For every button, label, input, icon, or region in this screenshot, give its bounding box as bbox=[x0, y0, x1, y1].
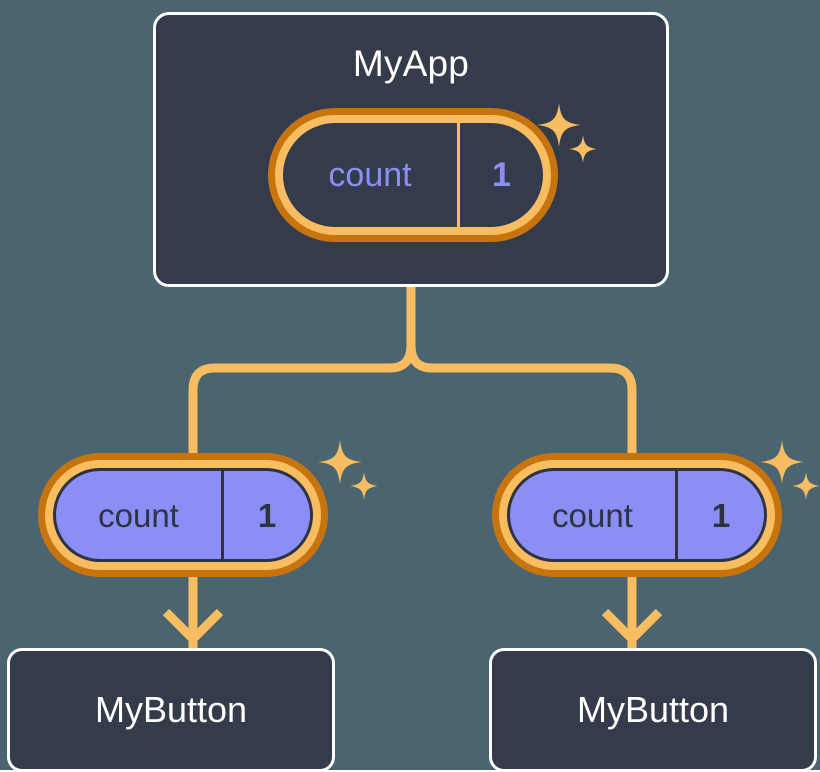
state-value-label: 1 bbox=[457, 123, 543, 227]
pill-body: count 1 bbox=[283, 123, 543, 227]
pill-body: count 1 bbox=[53, 468, 313, 562]
state-value-label: 1 bbox=[675, 471, 764, 559]
page-title: MyApp bbox=[352, 43, 470, 84]
pill-ring-outer: count 1 bbox=[38, 453, 328, 577]
state-key-label: count bbox=[98, 496, 179, 534]
pill-ring-inner: count 1 bbox=[275, 115, 551, 235]
component-title: MyButton bbox=[576, 689, 730, 730]
pill-ring-inner: count 1 bbox=[45, 460, 321, 570]
component-card-mybutton-left[interactable]: MyButton bbox=[7, 648, 335, 772]
connector-branch-left bbox=[188, 344, 416, 470]
state-pill-myapp[interactable]: count 1 bbox=[268, 108, 558, 242]
pill-ring-outer: count 1 bbox=[268, 108, 558, 242]
state-key-label: count bbox=[328, 156, 412, 194]
connector-branch-right bbox=[406, 344, 637, 470]
pill-ring-inner: count 1 bbox=[499, 460, 775, 570]
component-card-mybutton-right[interactable]: MyButton bbox=[489, 648, 817, 772]
state-key-label: count bbox=[552, 496, 633, 534]
arrow-down-icon-right bbox=[601, 608, 663, 646]
arrow-down-icon-left bbox=[162, 608, 224, 646]
pill-ring-outer: count 1 bbox=[492, 453, 782, 577]
state-value-label: 1 bbox=[221, 471, 310, 559]
state-pill-right[interactable]: count 1 bbox=[492, 453, 782, 577]
component-title: MyButton bbox=[94, 689, 248, 730]
pill-body: count 1 bbox=[507, 468, 767, 562]
state-pill-left[interactable]: count 1 bbox=[38, 453, 328, 577]
